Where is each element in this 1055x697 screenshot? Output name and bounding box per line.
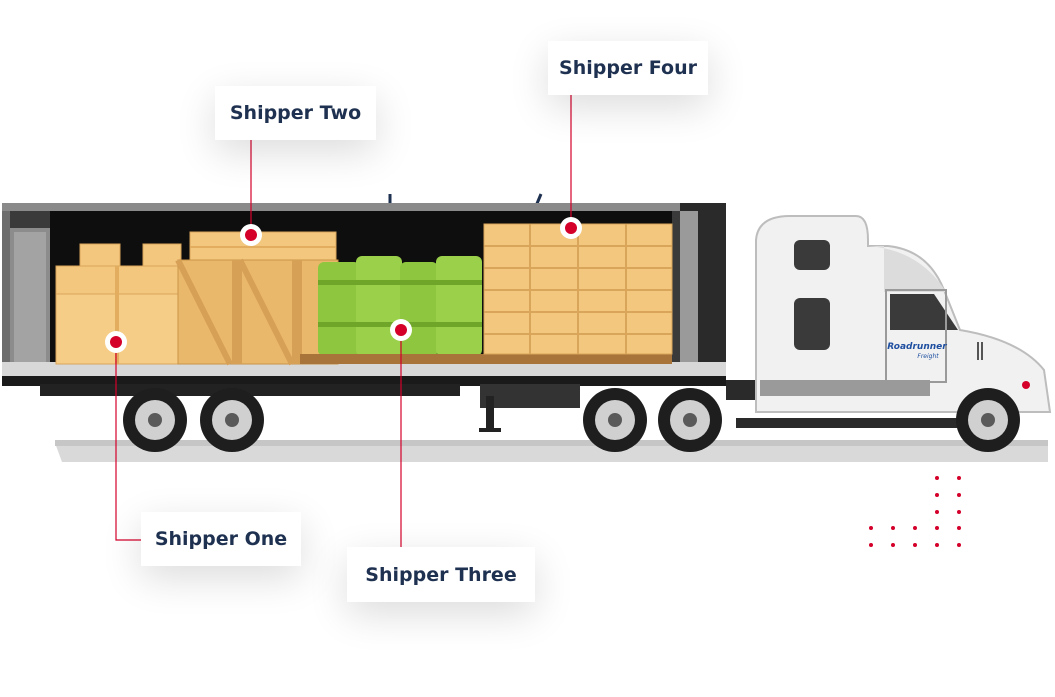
callout-lines	[115, 95, 572, 547]
marker-dot	[390, 319, 412, 341]
truck-logo: Roadrunner	[887, 342, 947, 352]
cargo-shipper-two	[175, 231, 339, 366]
ground-shadow	[55, 443, 1048, 462]
wheel	[583, 388, 647, 452]
label-shipper-four: Shipper Four	[548, 41, 708, 95]
wheel	[200, 388, 264, 452]
wheel	[123, 388, 187, 452]
wheels	[123, 388, 1020, 452]
wheel	[658, 388, 722, 452]
marker-dot	[105, 331, 127, 353]
marker-dot	[560, 217, 582, 239]
marker-dot	[240, 224, 262, 246]
truck-logo-subtext: Freight	[917, 353, 939, 360]
ground-strip	[55, 440, 1048, 446]
cargo-shipper-four	[483, 223, 673, 355]
callout-line-one	[115, 342, 141, 541]
decor-dot-pattern	[869, 476, 961, 547]
label-shipper-one: Shipper One	[141, 512, 301, 566]
label-shipper-three: Shipper Three	[347, 547, 535, 602]
wheel	[956, 388, 1020, 452]
truck-cab: Roadrunner Freight	[726, 215, 1052, 428]
callout-markers	[105, 217, 582, 353]
label-shipper-two: Shipper Two	[215, 86, 376, 140]
